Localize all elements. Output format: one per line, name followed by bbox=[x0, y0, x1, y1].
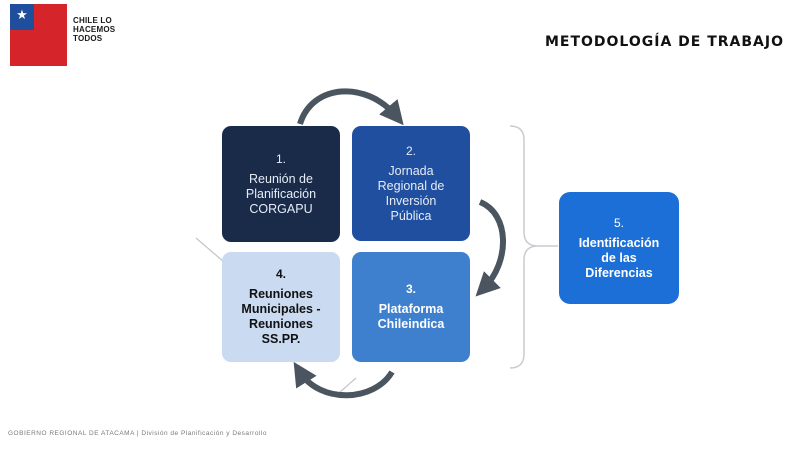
step-box-3: 3. Plataforma Chileindica bbox=[352, 252, 470, 362]
step-label-line: Regional de bbox=[377, 178, 445, 193]
step-label-line: CORGAPU bbox=[249, 201, 313, 216]
step-label-line: de las bbox=[601, 250, 637, 265]
step-label-line: Reuniones bbox=[249, 317, 313, 331]
logo-red-block bbox=[34, 4, 67, 30]
logo-slogan-line: TODOS bbox=[73, 34, 103, 43]
step-number: 3. bbox=[405, 282, 416, 296]
cycle-arrow-top bbox=[297, 88, 404, 126]
star-icon: ★ bbox=[16, 7, 28, 22]
step-label-line: SS.PP. bbox=[261, 332, 301, 346]
footer-text: GOBIERNO REGIONAL DE ATACAMA | División … bbox=[8, 430, 267, 437]
step-label-line: Reunión de bbox=[249, 171, 313, 186]
logo-blue-block: ★ bbox=[10, 4, 34, 30]
cycle-arrow-right bbox=[475, 199, 506, 297]
step-label-line: Plataforma bbox=[378, 302, 444, 316]
page-title: METODOLOGÍA DE TRABAJO bbox=[544, 34, 784, 50]
logo-red-block-bottom bbox=[10, 30, 67, 66]
government-logo: ★ bbox=[10, 4, 67, 66]
step-number: 2. bbox=[405, 143, 416, 158]
step-label-line: Jornada bbox=[388, 163, 434, 178]
step-label-line: Planificación bbox=[245, 186, 317, 201]
step-label-line: Chileindica bbox=[377, 317, 445, 331]
step-label-line: Identificación bbox=[578, 235, 660, 250]
cycle-arrow-bottom bbox=[293, 361, 395, 399]
logo-slogan-line: CHILE LO bbox=[73, 16, 112, 25]
step-box-2: 2. Jornada Regional de Inversión Pública bbox=[352, 126, 470, 241]
connector-line bbox=[339, 377, 357, 393]
step-label-line: Diferencias bbox=[585, 265, 653, 280]
step-label-line: Reuniones bbox=[249, 287, 313, 301]
logo-slogan-line: HACEMOS bbox=[73, 25, 116, 34]
grouping-bracket bbox=[509, 125, 539, 369]
step-box-4: 4. Reuniones Municipales - Reuniones SS.… bbox=[222, 252, 340, 362]
step-label-line: Municipales - bbox=[241, 302, 321, 316]
logo-slogan: CHILE LO HACEMOS TODOS bbox=[73, 16, 115, 43]
step-box-5: 5. Identificación de las Diferencias bbox=[559, 192, 679, 304]
connector-line bbox=[195, 237, 225, 263]
step-label-line: Inversión bbox=[385, 193, 437, 208]
step-number: 1. bbox=[275, 151, 286, 166]
step-number: 5. bbox=[613, 215, 624, 230]
step-label-line: Pública bbox=[390, 208, 432, 223]
step-number: 4. bbox=[275, 267, 286, 281]
step-box-1: 1. Reunión de Planificación CORGAPU bbox=[222, 126, 340, 242]
